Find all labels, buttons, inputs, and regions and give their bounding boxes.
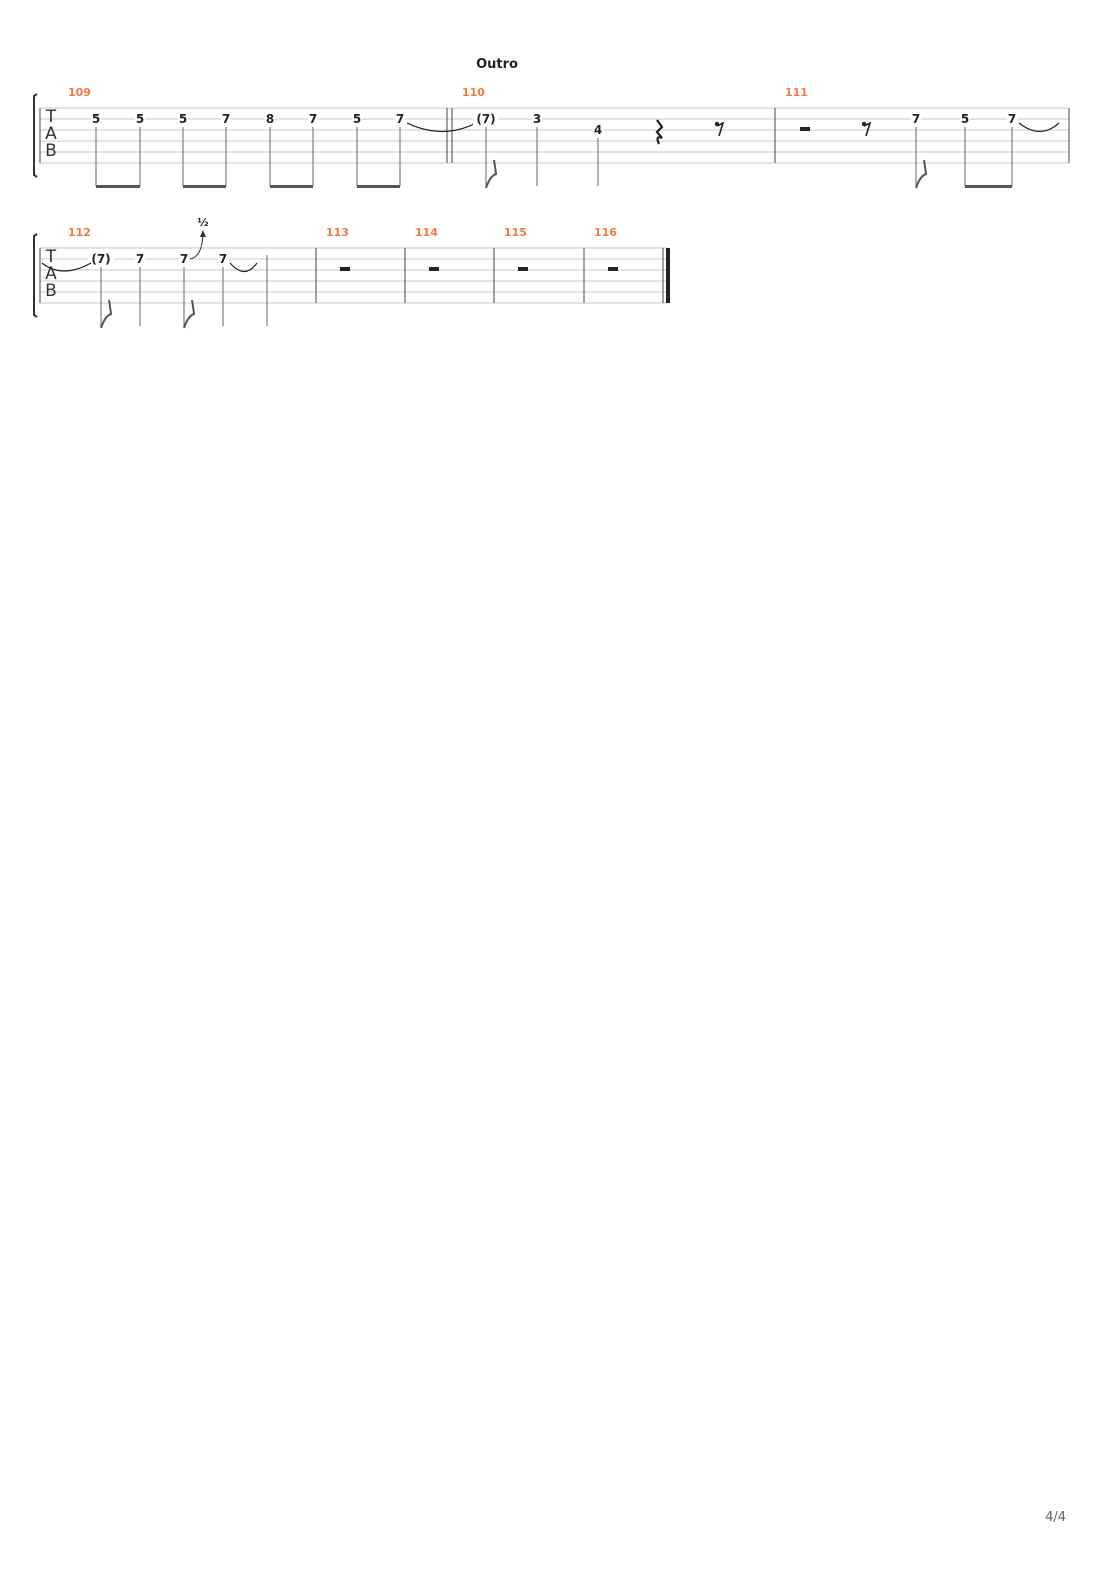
tab-clef-b: B (45, 141, 57, 161)
measure-number: 110 (462, 86, 485, 99)
tie (229, 262, 258, 273)
fret-knockout (88, 253, 114, 265)
fret-number: 3 (533, 112, 541, 126)
fret-knockout (1007, 113, 1017, 125)
fret-number: 7 (1008, 112, 1016, 126)
fret-number: 5 (961, 112, 969, 126)
eighth-flag (183, 299, 196, 329)
fret-number: 5 (179, 112, 187, 126)
measure-number: 109 (68, 86, 91, 99)
fret-number: 7 (222, 112, 230, 126)
fret-knockout (221, 113, 231, 125)
measure-number: 116 (594, 226, 617, 239)
fret-number: 7 (912, 112, 920, 126)
fret-number: 7 (180, 252, 188, 266)
measure-number: 113 (326, 226, 349, 239)
tab-clef-t: T (45, 247, 57, 267)
fret-knockout (308, 113, 318, 125)
fret-knockout (179, 253, 189, 265)
fret-knockout (91, 113, 101, 125)
fret-number: 5 (136, 112, 144, 126)
eighth-rest (716, 121, 725, 137)
beam (96, 185, 140, 188)
fret-number: 8 (266, 112, 274, 126)
final-barline (666, 248, 670, 303)
fret-knockout (593, 124, 603, 136)
fret-knockout (960, 113, 970, 125)
fret-knockout (265, 113, 275, 125)
measure-number: 111 (785, 86, 808, 99)
section-title: Outro (476, 57, 518, 72)
fret-knockout (352, 113, 362, 125)
fret-knockout (911, 113, 921, 125)
half-rest (800, 127, 810, 131)
tab-clef-a: A (45, 124, 57, 144)
fret-number: (7) (476, 112, 495, 126)
eighth-flag (485, 159, 498, 189)
tie (406, 122, 477, 132)
tab-clef-t: T (45, 107, 57, 127)
measure-number: 115 (504, 226, 527, 239)
fret-knockout (473, 113, 499, 125)
fret-number: (7) (91, 252, 110, 266)
bend-arrowhead (200, 230, 206, 237)
tie (41, 262, 92, 272)
bend-curve (189, 233, 204, 260)
tie (1018, 122, 1060, 133)
beam (357, 185, 400, 188)
quarter-rest (655, 119, 664, 145)
staff-bracket (33, 93, 38, 178)
fret-number: 5 (92, 112, 100, 126)
beam (183, 185, 226, 188)
whole-rest (608, 267, 618, 271)
eighth-flag (915, 159, 928, 189)
fret-knockout (135, 113, 145, 125)
beam (965, 185, 1012, 188)
fret-number: 7 (309, 112, 317, 126)
fret-number: 7 (219, 252, 227, 266)
whole-rest (518, 267, 528, 271)
beam (270, 185, 313, 188)
page-number: 4/4 (1045, 1510, 1066, 1525)
bend-amount: ½ (197, 216, 208, 229)
tab-clef-b: B (45, 281, 57, 301)
fret-knockout (395, 113, 405, 125)
whole-rest (340, 267, 350, 271)
staff-bracket (33, 233, 38, 318)
fret-number: 4 (594, 123, 602, 137)
measure-number: 114 (415, 226, 438, 239)
fret-knockout (532, 113, 542, 125)
fret-number: 7 (396, 112, 404, 126)
fret-number: 7 (136, 252, 144, 266)
fret-number: 5 (353, 112, 361, 126)
whole-rest (429, 267, 439, 271)
eighth-rest (863, 121, 872, 137)
measure-number: 112 (68, 226, 91, 239)
fret-knockout (135, 253, 145, 265)
fret-knockout (178, 113, 188, 125)
fret-knockout (218, 253, 228, 265)
eighth-flag (100, 299, 113, 329)
